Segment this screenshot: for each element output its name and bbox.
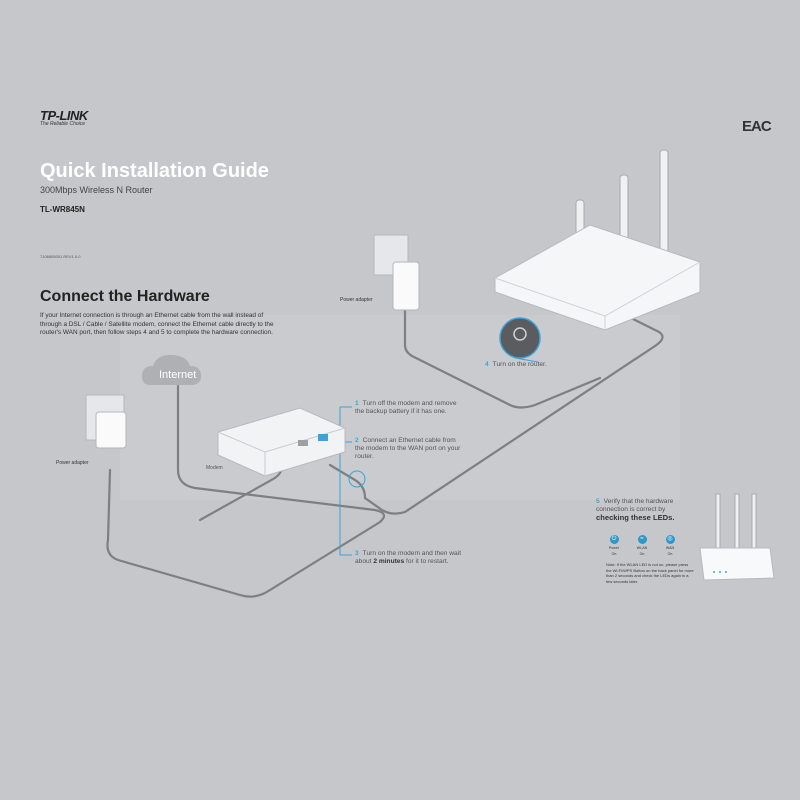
- internet-cable: [106, 384, 386, 598]
- wan-port-highlight: [348, 470, 366, 488]
- step-text: Turn off the modem and remove the backup…: [355, 400, 457, 415]
- brand-tagline: The Reliable Choice: [40, 121, 86, 127]
- step-number: 4: [485, 361, 489, 368]
- step-text: Verify that the hardware connection is c…: [596, 498, 674, 513]
- internet-label: Internet: [159, 369, 197, 381]
- brand-logo: TP-LINK The Reliable Choice: [40, 108, 88, 127]
- power-adapter-left: [95, 411, 127, 449]
- step-text: for it to restart.: [405, 558, 449, 565]
- power-adapter-top: [392, 261, 420, 311]
- background-panel: [120, 315, 680, 500]
- step-text: Turn on the router.: [492, 361, 547, 368]
- page-title: Quick Installation Guide: [40, 160, 269, 182]
- eac-certification-mark: EAC: [742, 118, 772, 135]
- led-label: WAN: [665, 546, 675, 550]
- small-router: [699, 547, 775, 581]
- power-button-zoom: [499, 317, 541, 359]
- section-intro: If your Internet connection is through a…: [40, 312, 274, 336]
- led-indicator-row: ⏻ Power On ≈ WLAN On ◎ WAN On: [605, 535, 679, 556]
- led-state: On: [639, 552, 645, 556]
- step-text-bold: checking these LEDs.: [596, 513, 675, 522]
- wifi-icon: ≈: [637, 535, 647, 544]
- modem: [217, 407, 346, 477]
- small-router-antenna-3: [751, 493, 757, 555]
- model-number: TL-WR845N: [40, 205, 85, 214]
- led-label: WLAN: [636, 546, 648, 550]
- power-adapter-top-label: Power adapter: [340, 297, 373, 303]
- router: [494, 224, 701, 331]
- step-number: 5: [596, 498, 600, 505]
- step-text-bold: 2 minutes: [373, 558, 405, 565]
- wlan-note: Note: If the WLAN LED is not on, please …: [606, 562, 694, 584]
- power-icon: ⏻: [609, 535, 619, 544]
- modem-label: Modem: [206, 465, 223, 471]
- small-router-antenna-2: [734, 493, 740, 555]
- document-code: 7106505001 REV1.0.0: [40, 254, 81, 259]
- step-number: 1: [355, 400, 359, 407]
- led-power: ⏻ Power On: [605, 535, 623, 556]
- callout-line-1: [339, 407, 352, 556]
- brand-name: TP-LINK: [40, 108, 88, 123]
- small-router-antenna-1: [715, 493, 721, 555]
- led-state: On: [611, 552, 617, 556]
- modem-router-cable: [328, 313, 664, 515]
- section-title: Connect the Hardware: [40, 288, 210, 305]
- router-power-cable: [403, 303, 602, 409]
- step-number: 3: [355, 550, 359, 557]
- step-text: Turn on the modem and then wait about: [355, 550, 462, 565]
- power-adapter-left-label: Power adapter: [56, 460, 89, 466]
- step-text: Connect an Ethernet cable from the modem…: [355, 437, 461, 460]
- internet-cloud: [142, 354, 201, 385]
- led-label: Power: [608, 546, 620, 550]
- globe-icon: ◎: [665, 535, 675, 544]
- led-state: On: [667, 552, 673, 556]
- product-subtitle: 300Mbps Wireless N Router: [40, 185, 153, 195]
- led-wan: ◎ WAN On: [661, 535, 679, 556]
- step-number: 2: [355, 437, 359, 444]
- led-wlan: ≈ WLAN On: [633, 535, 651, 556]
